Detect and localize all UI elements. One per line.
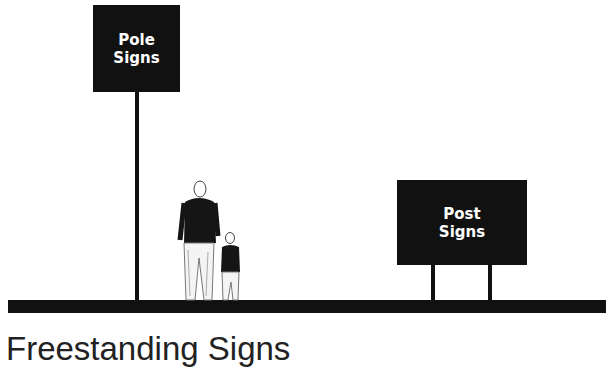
sign-label: Post Signs	[436, 205, 488, 241]
sign-panel: Pole Signs	[93, 5, 180, 92]
figure-caption: Freestanding Signs	[6, 330, 290, 368]
child-figure	[221, 233, 240, 301]
sign-pole	[135, 90, 139, 302]
sign-label: Pole Signs	[111, 31, 163, 67]
ground-line	[8, 300, 606, 313]
sign-post	[488, 263, 492, 302]
sign-panel: Post Signs	[397, 180, 527, 265]
sign-post	[431, 263, 435, 302]
man-figure	[180, 181, 218, 300]
